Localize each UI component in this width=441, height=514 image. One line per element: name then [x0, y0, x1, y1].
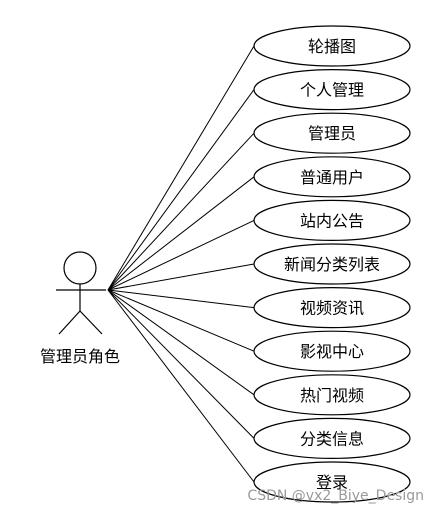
use-case-ellipse: [253, 417, 411, 459]
association-line: [107, 45, 255, 291]
association-line: [107, 289, 255, 483]
association-line: [107, 219, 255, 291]
use-case-ellipse: [253, 287, 411, 329]
association-line: [107, 89, 255, 291]
use-case: 热门视频: [253, 374, 411, 416]
use-case-label: 视频资讯: [300, 299, 364, 318]
use-case: 个人管理: [253, 68, 411, 111]
use-case-list: 轮播图个人管理管理员普通用户站内公告新闻分类列表视频资讯影视中心热门视频分类信息…: [253, 25, 411, 503]
actor-right-leg: [79, 310, 103, 335]
use-case: 轮播图: [253, 25, 411, 67]
use-case-label: 分类信息: [300, 429, 364, 448]
use-case-ellipse: [253, 243, 411, 285]
use-case: 站内公告: [253, 199, 411, 241]
actor-label: 管理员角色: [40, 347, 120, 366]
use-case: 分类信息: [253, 417, 411, 459]
association-line: [107, 132, 255, 291]
use-case-label: 站内公告: [300, 211, 364, 230]
use-case-ellipse: [253, 330, 411, 372]
use-case-label: 个人管理: [300, 81, 364, 100]
use-case-label: 轮播图: [308, 37, 356, 56]
association-lines: [107, 45, 255, 483]
use-case-label: 管理员: [308, 124, 356, 143]
use-case-label: 普通用户: [300, 168, 364, 187]
use-case-ellipse: [253, 374, 411, 416]
actor-figure: [56, 251, 106, 335]
use-case: 影视中心: [253, 330, 411, 372]
association-line: [107, 289, 255, 352]
use-case: 登录: [253, 461, 411, 503]
actor-head: [63, 251, 97, 285]
use-case: 视频资讯: [253, 287, 411, 329]
actor-left-leg: [58, 310, 81, 335]
association-line: [107, 289, 255, 309]
use-case: 新闻分类列表: [253, 243, 411, 285]
use-case-label: 影视中心: [300, 342, 364, 361]
use-case-ellipse: [253, 112, 411, 154]
use-case-ellipse: [253, 68, 411, 111]
use-case-label: 登录: [316, 473, 348, 492]
use-case: 管理员: [253, 112, 411, 154]
watermark: CSDN @vx2_Biye_Design: [247, 488, 424, 504]
use-case-label: 热门视频: [300, 386, 364, 405]
use-case-ellipse: [253, 199, 411, 241]
use-case-ellipse: [253, 156, 411, 198]
association-line: [107, 289, 255, 396]
use-case-ellipse: [253, 461, 411, 503]
use-case-ellipse: [253, 25, 411, 67]
association-line: [107, 263, 255, 291]
use-case: 普通用户: [253, 156, 411, 198]
use-case-label: 新闻分类列表: [284, 255, 380, 274]
association-line: [107, 289, 255, 439]
association-line: [107, 176, 255, 291]
